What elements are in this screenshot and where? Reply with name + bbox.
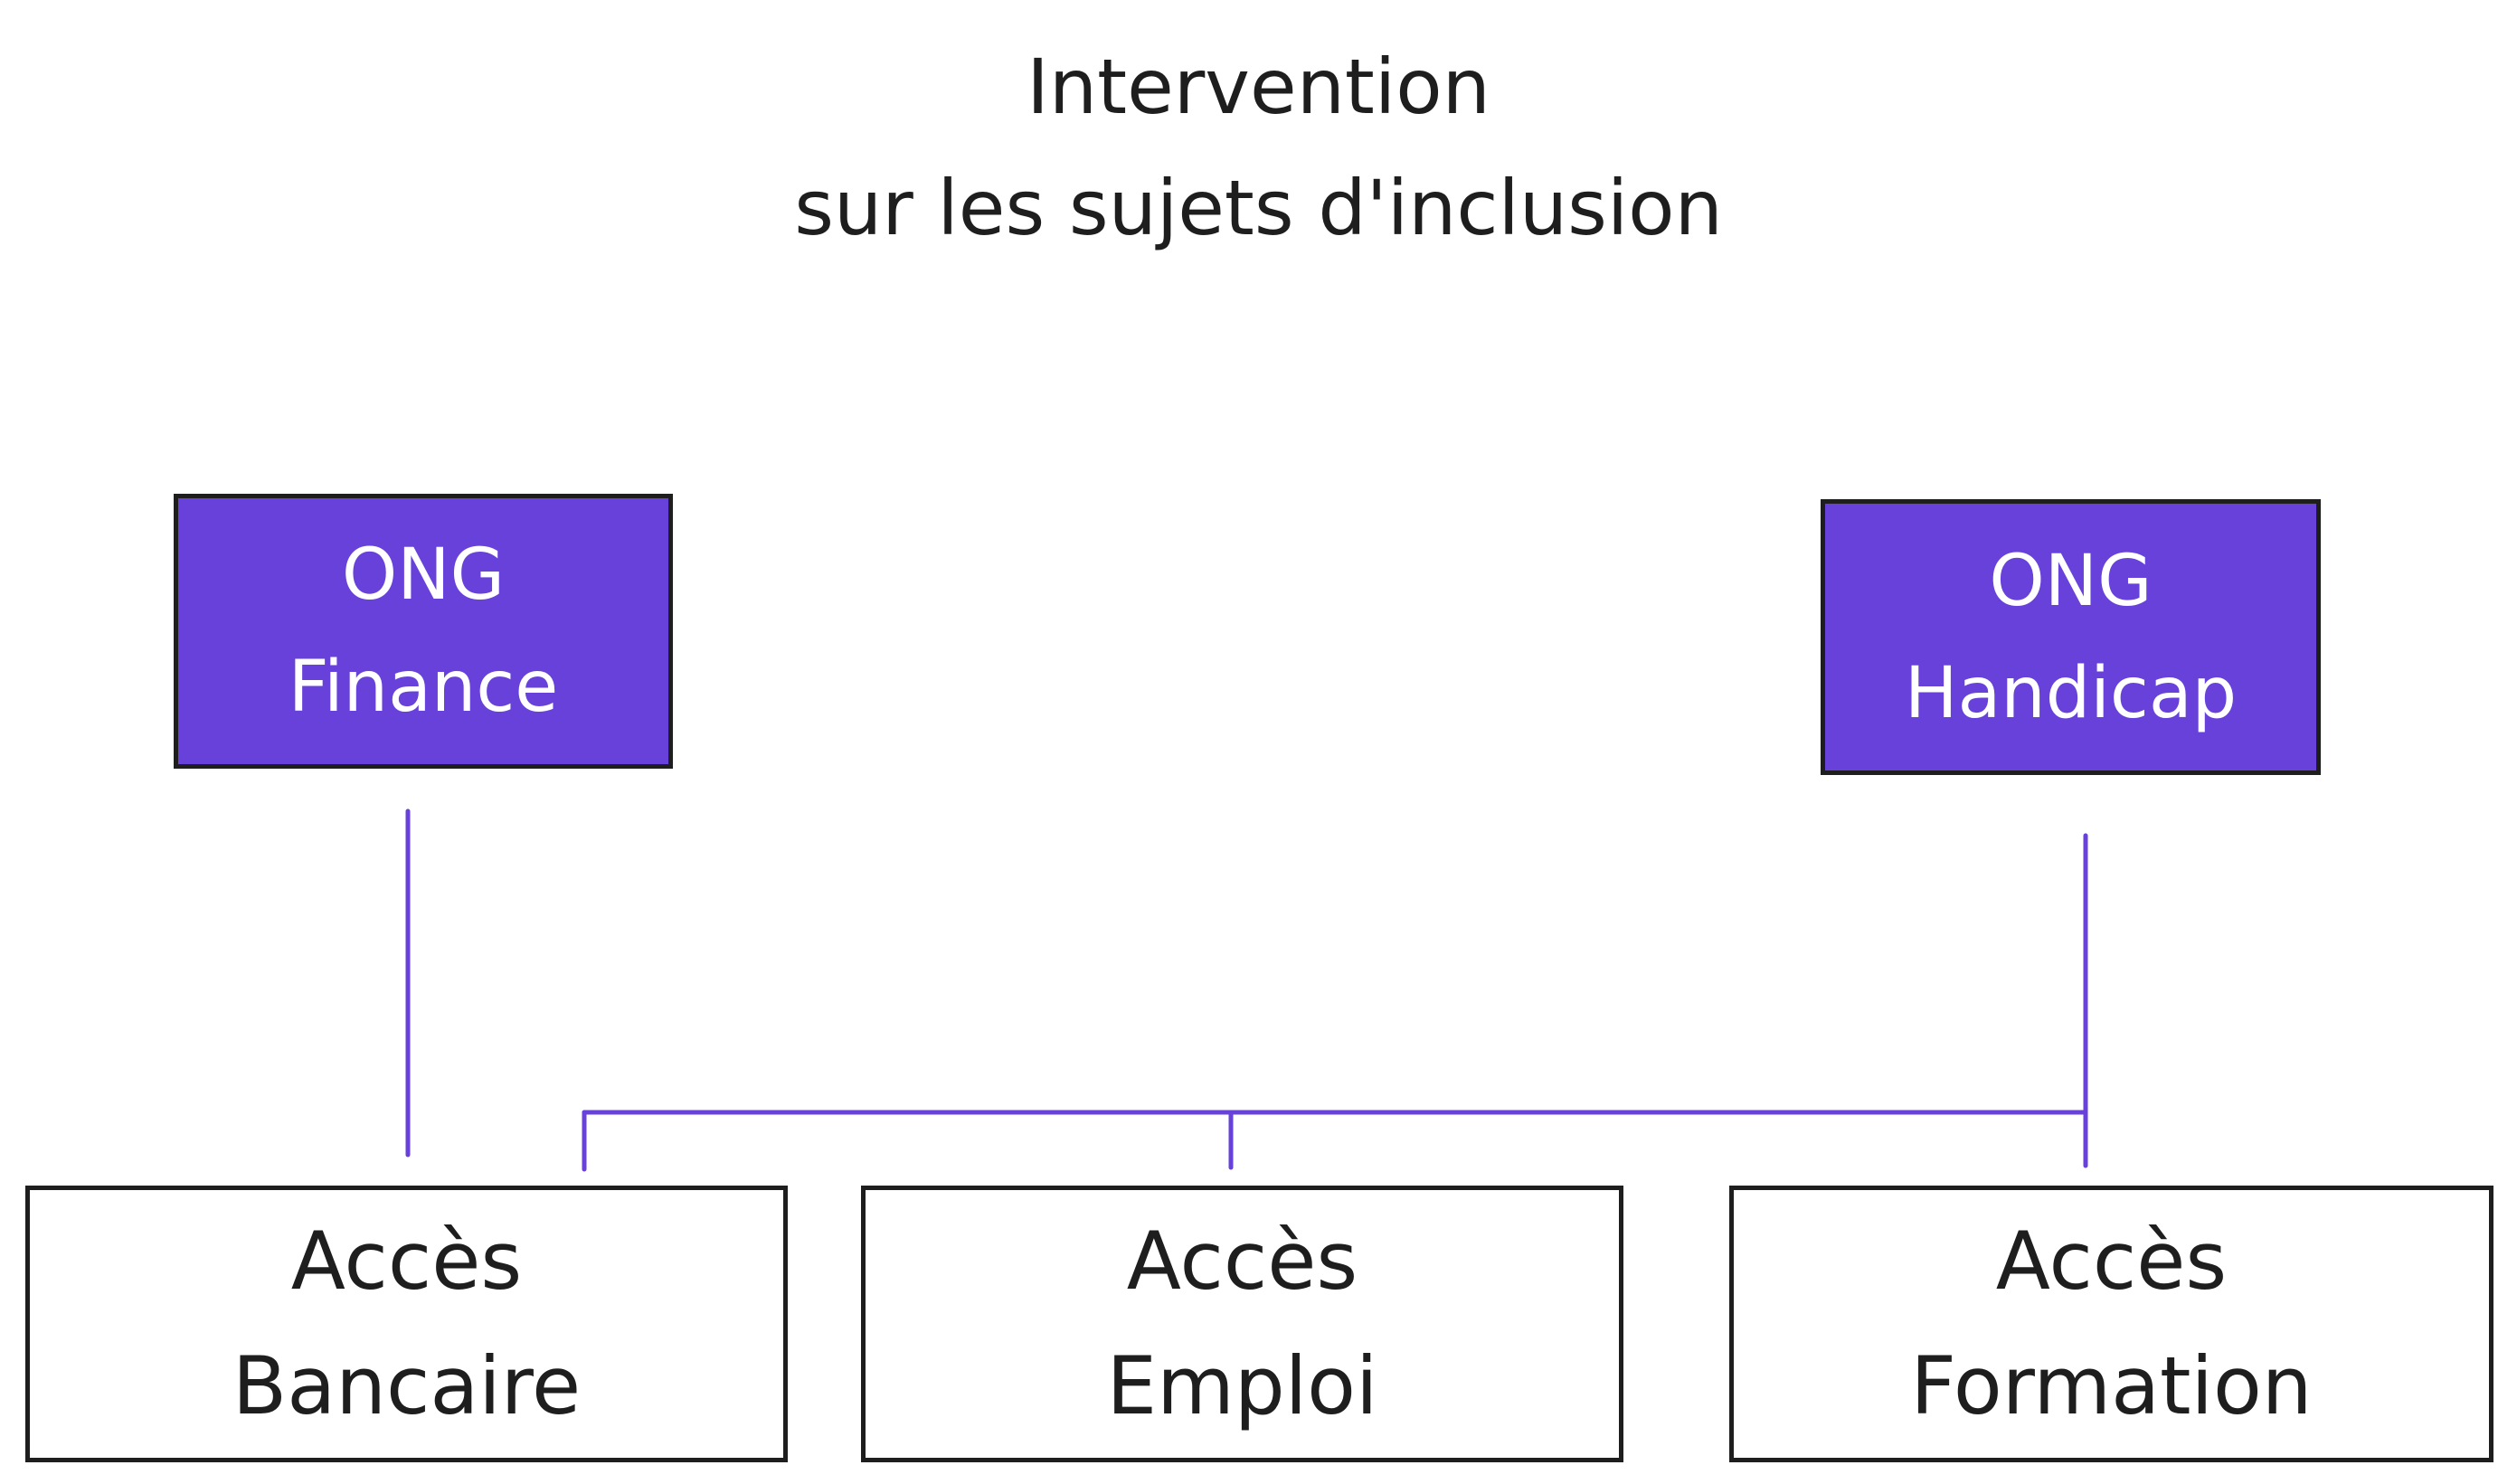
org-node-finance: ONG Finance — [174, 494, 673, 769]
topic-node-formation-line-1: Accès — [1995, 1215, 2228, 1308]
diagram-title-line-2: sur les sujets d'inclusion — [794, 164, 1723, 252]
topic-node-emploi: Accès Emploi — [861, 1186, 1623, 1462]
org-node-handicap-line-2: Handicap — [1904, 652, 2238, 734]
topic-node-emploi-line-1: Accès — [1126, 1215, 1358, 1308]
org-node-finance-line-2: Finance — [288, 647, 559, 728]
diagram-title-line-1: Intervention — [1027, 43, 1490, 131]
topic-node-emploi-line-2: Emploi — [1106, 1339, 1378, 1432]
org-node-finance-line-1: ONG — [341, 534, 506, 616]
topic-node-bancaire: Accès Bancaire — [25, 1186, 788, 1462]
topic-node-formation: Accès Formation — [1729, 1186, 2493, 1462]
org-node-handicap: ONG Handicap — [1821, 499, 2321, 775]
org-node-handicap-line-1: ONG — [1989, 540, 2153, 622]
topic-node-bancaire-line-1: Accès — [290, 1215, 523, 1308]
topic-node-bancaire-line-2: Bancaire — [232, 1339, 582, 1432]
topic-node-formation-line-2: Formation — [1910, 1339, 2313, 1432]
